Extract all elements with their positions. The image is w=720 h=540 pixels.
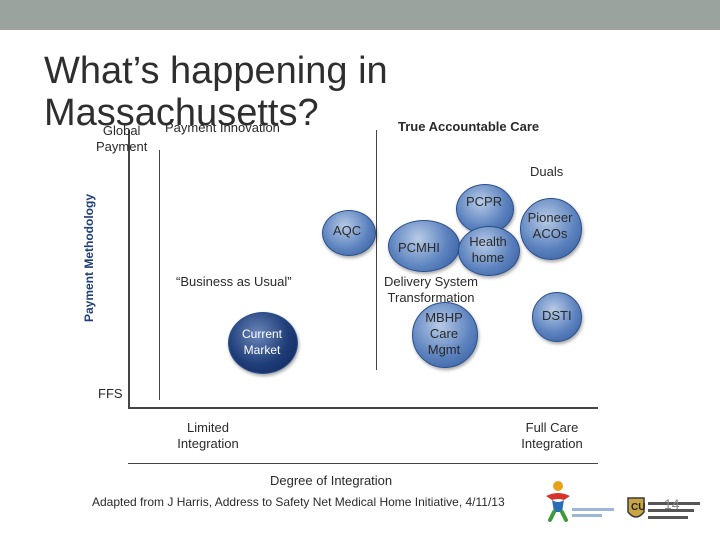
y-bottom-label: FFS — [98, 386, 123, 401]
duals-label: Duals — [530, 164, 564, 179]
dsti-label: DSTI — [542, 308, 572, 323]
slide-title: What’s happening in Massachusetts? — [44, 50, 388, 134]
pcmhi-circle — [388, 220, 460, 272]
pcpr-circle — [456, 184, 514, 234]
y-axis-title: Payment Methodology — [82, 194, 96, 323]
current-market-circle — [228, 312, 298, 374]
current-market-label: Current Market — [241, 327, 282, 357]
pioneer-acos-circle — [520, 198, 582, 260]
x-axis-title: Degree of Integration — [270, 473, 393, 488]
svg-text:CU: CU — [631, 502, 645, 513]
pcmhi-label: PCMHI — [398, 240, 440, 255]
x-axis-line — [128, 407, 598, 409]
aqc-circle — [322, 210, 376, 256]
top-bar — [0, 0, 720, 30]
dsti-circle — [532, 292, 582, 342]
pioneer-acos-label: Pioneer ACOs — [527, 210, 573, 241]
column-header-payment-innovation: Payment Innovation — [165, 120, 280, 135]
accountable-care-divider — [376, 130, 377, 370]
x-right-label: Full Care Integration — [521, 420, 583, 451]
y-axis-line — [128, 130, 130, 408]
business-as-usual-label: “Business as Usual” — [176, 274, 292, 289]
mbhp-circle — [412, 302, 478, 368]
pcpr-label: PCPR — [466, 194, 503, 209]
mbhp-label: MBHP Care Mgmt — [425, 310, 463, 357]
x-left-label: Limited Integration — [177, 420, 239, 451]
health-home-circle — [458, 226, 520, 276]
integration-axis-line — [128, 463, 598, 464]
payment-innovation-divider — [159, 150, 160, 400]
health-home-label: Health home — [469, 234, 507, 265]
column-header-true-accountable-care: True Accountable Care — [398, 119, 540, 134]
childrens-hospital-logo — [538, 478, 618, 524]
footnote: Adapted from J Harris, Address to Safety… — [92, 495, 505, 509]
y-top-label: Global Payment — [96, 123, 148, 154]
delivery-system-label: Delivery System Transformation — [384, 274, 478, 305]
page-number: 14 — [664, 496, 680, 512]
aqc-label: AQC — [333, 223, 362, 238]
cu-school-of-medicine-logo: CU — [622, 490, 712, 530]
